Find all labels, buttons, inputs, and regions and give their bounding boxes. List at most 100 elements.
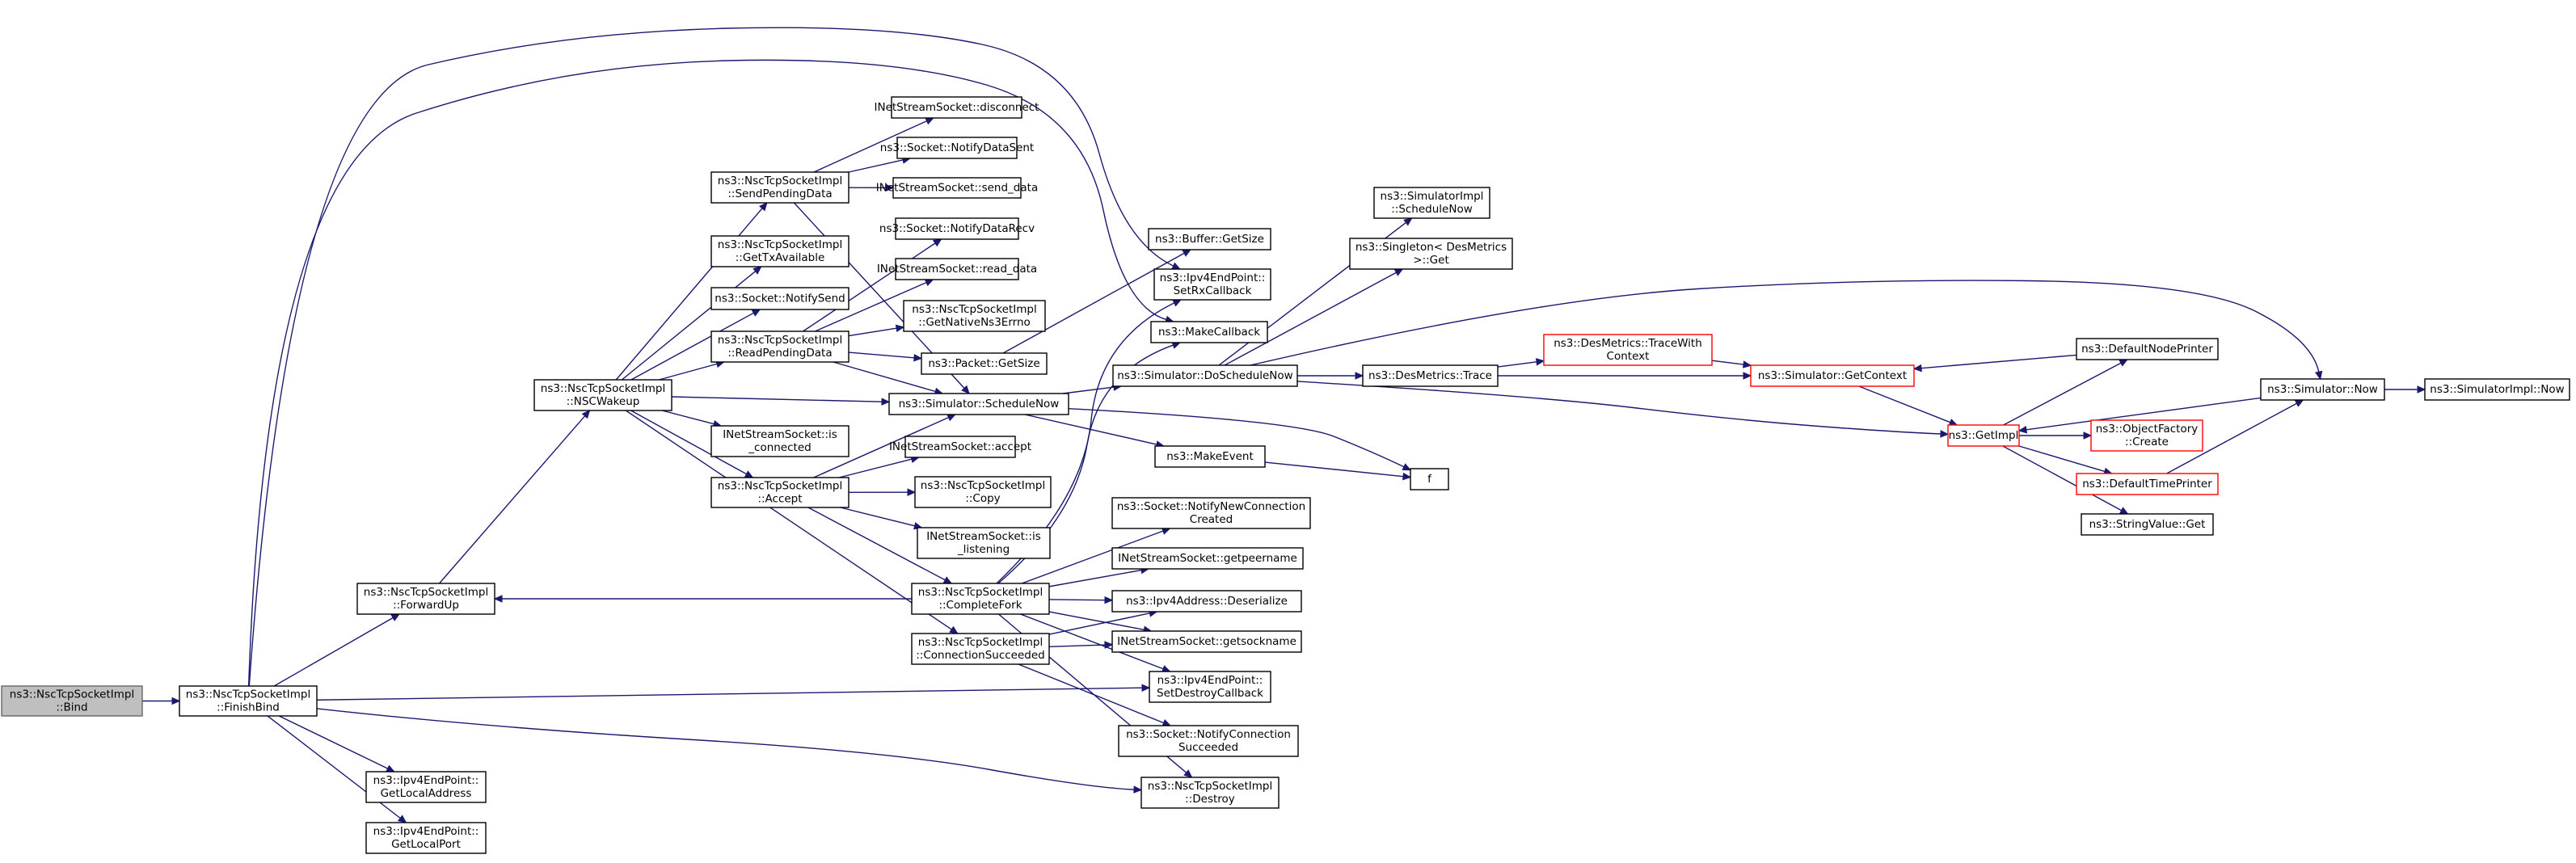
node-readdata[interactable]: INetStreamSocket::read_data <box>877 258 1037 280</box>
node-label-line: ::NSCWakeup <box>567 395 640 408</box>
node-label-line: INetStreamSocket::read_data <box>877 263 1037 276</box>
node-getnativeerrno[interactable]: ns3::NscTcpSocketImpl::GetNativeNs3Errno <box>903 300 1046 332</box>
edge-line <box>1858 385 1951 423</box>
node-label-line: ns3::Socket::NotifyConnection <box>1126 728 1291 741</box>
node-label-line: ns3::NscTcpSocketImpl <box>718 334 842 347</box>
node-inetaccept[interactable]: INetStreamSocket::accept <box>889 436 1031 458</box>
node-deserialize[interactable]: ns3::Ipv4Address::Deserialize <box>1111 590 1302 613</box>
node-box <box>1149 671 1271 703</box>
arrow-head-icon <box>942 576 953 584</box>
node-defaultnodeprinter[interactable]: ns3::DefaultNodePrinter <box>2076 338 2219 360</box>
node-bind[interactable]: ns3::NscTcpSocketImpl::Bind <box>1 685 143 717</box>
arrow-head-icon <box>1172 299 1182 307</box>
node-notifydatarecv[interactable]: ns3::Socket::NotifyDataRecv <box>879 217 1035 240</box>
node-label-line: INetStreamSocket::send_data <box>876 182 1038 195</box>
node-box <box>1111 497 1311 529</box>
node-label-line: ns3::GetImpl <box>1949 429 2019 442</box>
node-connsucceeded[interactable]: ns3::NscTcpSocketImpl::ConnectionSucceed… <box>911 633 1050 665</box>
node-notifysend[interactable]: ns3::Socket::NotifySend <box>710 287 850 310</box>
node-box <box>2081 513 2214 536</box>
edge-line <box>278 715 388 769</box>
node-box <box>896 137 1018 159</box>
node-forwardup[interactable]: ns3::NscTcpSocketImpl::ForwardUp <box>356 583 495 615</box>
node-islistening[interactable]: INetStreamSocket::is_listening <box>917 527 1051 559</box>
edge-accept-to-islistening <box>840 507 923 530</box>
node-makeevent[interactable]: ns3::MakeEvent <box>1154 445 1266 468</box>
node-accept[interactable]: ns3::NscTcpSocketImpl::Accept <box>710 477 850 508</box>
node-setdestroycb[interactable]: ns3::Ipv4EndPoint::SetDestroyCallback <box>1149 671 1271 703</box>
node-schedulenow[interactable]: ns3::Simulator::ScheduleNow <box>888 393 1069 415</box>
node-f[interactable]: f <box>1410 468 1449 490</box>
node-defaulttimeprinter[interactable]: ns3::DefaultTimePrinter <box>2076 473 2219 495</box>
node-box <box>903 300 1046 332</box>
node-copy[interactable]: ns3::NscTcpSocketImpl::Copy <box>914 476 1052 508</box>
node-packetgetsize[interactable]: ns3::Packet::GetSize <box>921 352 1048 375</box>
arrow-head-icon <box>1743 372 1752 380</box>
node-label-line: Succeeded <box>1178 741 1238 754</box>
arrow-head-icon <box>1183 769 1193 778</box>
edge-line <box>1048 644 1106 647</box>
node-doschedulenow[interactable]: ns3::Simulator::DoScheduleNow <box>1112 364 1298 387</box>
node-label-line: ns3::DefaultNodePrinter <box>2081 343 2213 356</box>
node-sendpending[interactable]: ns3::NscTcpSocketImpl::SendPendingData <box>710 171 850 204</box>
edge-line <box>815 281 927 332</box>
node-getsockname[interactable]: INetStreamSocket::getsockname <box>1111 630 1302 653</box>
edge-tracewithcontext-to-getcontext <box>1711 360 1752 368</box>
edge-line <box>1062 386 1115 394</box>
node-finishbind[interactable]: ns3::NscTcpSocketImpl::FinishBind <box>179 685 318 717</box>
node-gettxavail[interactable]: ns3::NscTcpSocketImpl::GetTxAvailable <box>710 235 850 267</box>
node-isconnected[interactable]: INetStreamSocket::is_connected <box>710 425 850 457</box>
edge-line <box>833 361 936 393</box>
edge-bind-to-finishbind <box>142 697 181 705</box>
arrow-head-icon <box>2119 507 2129 515</box>
arrow-head-icon <box>924 279 934 287</box>
edge-line <box>2018 445 2106 473</box>
node-buffergetsize[interactable]: ns3::Buffer::GetSize <box>1148 228 1271 250</box>
node-getpeername[interactable]: INetStreamSocket::getpeername <box>1111 547 1304 570</box>
node-getcontext[interactable]: ns3::Simulator::GetContext <box>1750 364 1915 387</box>
node-senddata[interactable]: INetStreamSocket::send_data <box>876 177 1038 199</box>
arrow-head-icon <box>881 398 891 406</box>
node-box <box>1947 424 2020 447</box>
node-getimpl[interactable]: ns3::GetImpl <box>1947 424 2020 447</box>
node-makecallback[interactable]: ns3::MakeCallback <box>1150 321 1268 343</box>
node-objfactorycreate[interactable]: ns3::ObjectFactory::Create <box>2090 419 2203 452</box>
node-getlocaladdress[interactable]: ns3::Ipv4EndPoint::GetLocalAddress <box>365 771 487 803</box>
edge-completefork-to-getsockname <box>1048 611 1153 634</box>
node-destroy[interactable]: ns3::NscTcpSocketImpl::Destroy <box>1140 777 1280 809</box>
node-disconnect[interactable]: INetStreamSocket::disconnect <box>875 96 1039 119</box>
node-box <box>911 583 1050 615</box>
node-singletonget[interactable]: ns3::Singleton< DesMetrics>::Get <box>1349 238 1513 270</box>
node-label-line: ns3::DefaultTimePrinter <box>2082 478 2212 490</box>
node-label-line: ns3::Simulator::ScheduleNow <box>899 398 1060 410</box>
node-label-line: ns3::Socket::NotifySend <box>715 293 845 305</box>
node-simimplschednow[interactable]: ns3::SimulatorImpl::ScheduleNow <box>1373 187 1490 219</box>
node-simimplnow[interactable]: ns3::SimulatorImpl::Now <box>2424 378 2570 401</box>
edge-line <box>1296 381 1941 435</box>
edge-accept-to-inetaccept <box>838 455 920 478</box>
node-setrxcallback[interactable]: ns3::Ipv4EndPoint::SetRxCallback <box>1153 268 1271 301</box>
edge-line <box>247 59 1167 687</box>
node-label-line: ns3::NscTcpSocketImpl <box>921 479 1045 492</box>
node-completefork[interactable]: ns3::NscTcpSocketImpl::CompleteFork <box>911 583 1050 615</box>
node-simnow[interactable]: ns3::Simulator::Now <box>2260 378 2385 401</box>
node-readpending[interactable]: ns3::NscTcpSocketImpl::ReadPendingData <box>710 330 850 363</box>
arrow-head-icon <box>753 266 762 275</box>
node-box <box>710 287 850 310</box>
node-box <box>533 379 672 411</box>
edge-line <box>1018 663 1164 724</box>
node-box <box>710 477 850 508</box>
node-nscwakeup[interactable]: ns3::NscTcpSocketImpl::NSCWakeup <box>533 379 672 411</box>
node-desmetricstrace[interactable]: ns3::DesMetrics::Trace <box>1362 364 1499 387</box>
node-stringvalueget[interactable]: ns3::StringValue::Get <box>2081 513 2214 536</box>
node-getlocalport[interactable]: ns3::Ipv4EndPoint::GetLocalPort <box>365 822 487 854</box>
arrow-head-icon <box>751 309 761 317</box>
node-notifydatasent[interactable]: ns3::Socket::NotifyDataSent <box>880 137 1034 159</box>
edge-line <box>838 458 913 478</box>
arrow-head-icon <box>885 183 895 192</box>
node-box <box>1148 228 1271 250</box>
